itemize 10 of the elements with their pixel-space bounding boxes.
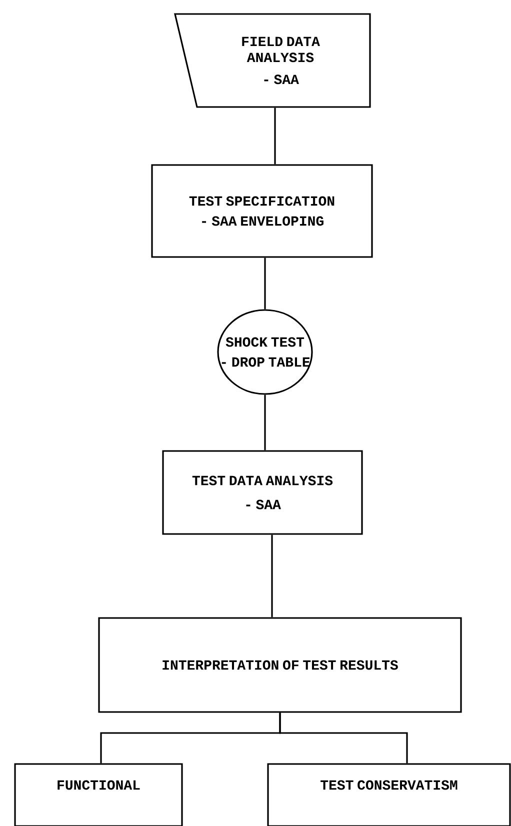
connector-line	[279, 712, 408, 764]
process-box: TEST SPECIFICATION - SAA ENVELOPING	[151, 164, 373, 258]
process-box: TEST DATA ANALYSIS - SAA	[162, 450, 363, 535]
connector-line	[264, 258, 266, 310]
process-box: INTERPRETATION OF TEST RESULTS	[98, 617, 462, 713]
connector-line	[274, 108, 276, 164]
process-box: TEST CONSERVATISM	[267, 763, 511, 826]
process-box: FUNCTIONAL	[14, 763, 183, 826]
connector-line	[271, 534, 273, 618]
connector-line	[264, 394, 266, 450]
